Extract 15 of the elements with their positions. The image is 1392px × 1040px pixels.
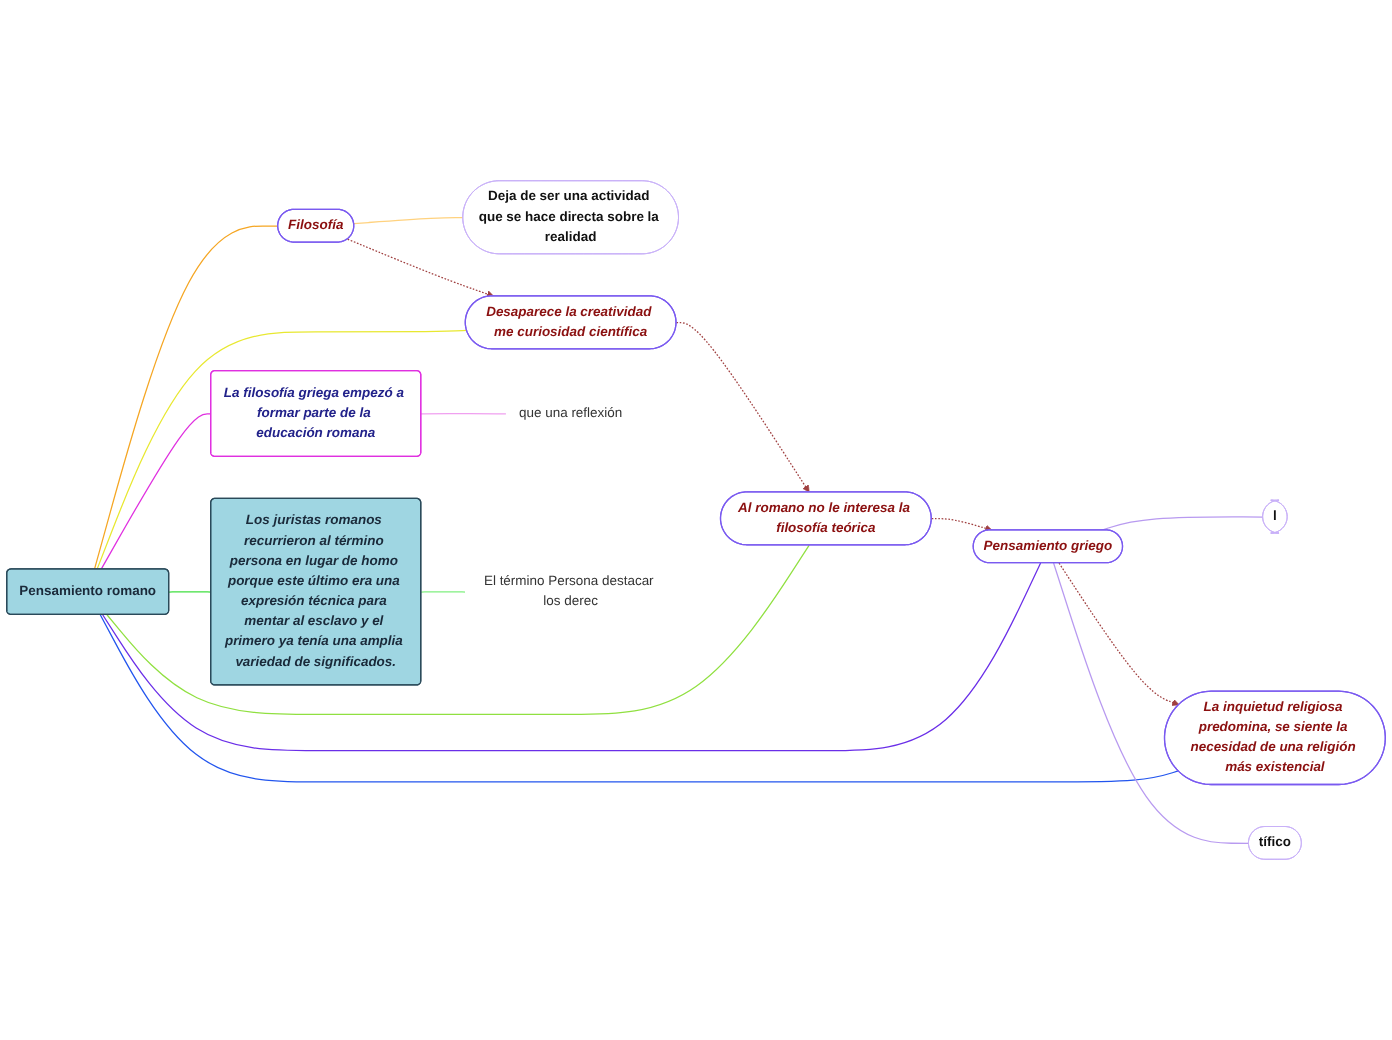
connector [420,591,467,593]
connector [106,544,810,715]
connector [1052,562,1250,844]
connector [102,562,1042,752]
arrow [1058,562,1180,706]
arrow [675,322,810,493]
arrow [347,238,495,298]
connector [96,329,468,570]
connector [93,225,279,570]
connector [420,413,508,415]
connector [99,614,1179,783]
connector [353,216,464,225]
arrow [931,518,993,532]
connector [168,591,212,593]
connector [100,413,212,570]
